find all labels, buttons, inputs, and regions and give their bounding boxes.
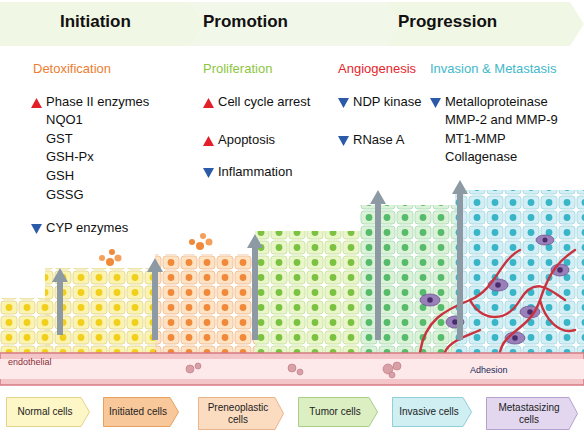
decrease-triangle [203, 168, 214, 178]
marker-item: Collagenase [445, 150, 517, 165]
category-heading: Angiogenesis [338, 62, 416, 77]
increase-triangle [31, 98, 42, 108]
growth-arrows [52, 180, 468, 340]
stage-heading: Progression [398, 12, 497, 32]
chevron-outline [7, 398, 90, 427]
chevron-outline [487, 398, 578, 430]
stage-label: Tumor cells [298, 403, 378, 421]
marker-item: GSSG [46, 188, 84, 203]
stage-chevron: Initiated cells [103, 397, 179, 427]
stage-label: Preneoplastic cells [198, 399, 284, 428]
category-heading: Proliferation [203, 62, 272, 77]
blood-vessel [0, 353, 584, 385]
category-heading: Detoxification [33, 62, 111, 77]
marker-item: Apoptosis [218, 133, 275, 148]
marker-item: GSH [46, 169, 74, 184]
increase-triangle [203, 136, 214, 146]
marker-item: GST [46, 132, 73, 147]
chevron-outline [299, 398, 378, 427]
stage-chevron: Normal cells [6, 397, 90, 427]
part-label: endothelial [8, 357, 52, 367]
stage-label: Initiated cells [103, 403, 179, 421]
marker-item: MMP-2 and MMP-9 [445, 113, 558, 128]
decrease-triangle [338, 98, 349, 108]
stage-heading: Promotion [203, 12, 288, 32]
chevron-outline [393, 398, 472, 427]
stage-chevron: Invasive cells [392, 397, 472, 427]
stage-label: Invasive cells [392, 403, 472, 421]
stage-band [0, 2, 584, 46]
marker-item: NDP kinase [353, 95, 421, 110]
marker-item: Inflammation [218, 165, 292, 180]
decrease-triangle [338, 136, 349, 146]
category-heading: Invasion & Metastasis [430, 62, 556, 77]
increase-triangle [203, 98, 214, 108]
chevron-outline [104, 398, 179, 427]
decrease-triangle [430, 98, 441, 108]
cell-layers [0, 190, 584, 354]
stage-label: Metastasizing cells [486, 399, 578, 428]
chevron-outline [199, 398, 284, 430]
stage-chevron: Tumor cells [298, 397, 378, 427]
stage-label: Normal cells [6, 403, 90, 421]
stage-heading: Initiation [60, 12, 131, 32]
stage-chevron: Preneoplastic cells [198, 397, 284, 430]
marker-item: Phase II enzymes [46, 95, 149, 110]
marker-item: GSH-Px [46, 150, 94, 165]
stage-chevron: Metastasizing cells [486, 397, 578, 430]
marker-item: CYP enzymes [46, 221, 128, 236]
marker-item: RNase A [353, 133, 404, 148]
marker-item: NQO1 [46, 113, 83, 128]
part-label: Adhesion [470, 365, 508, 375]
marker-item: Cell cycle arrest [218, 95, 310, 110]
decrease-triangle [31, 224, 42, 234]
marker-item: MT1-MMP [445, 132, 506, 147]
marker-item: Metalloproteinase [445, 95, 548, 110]
